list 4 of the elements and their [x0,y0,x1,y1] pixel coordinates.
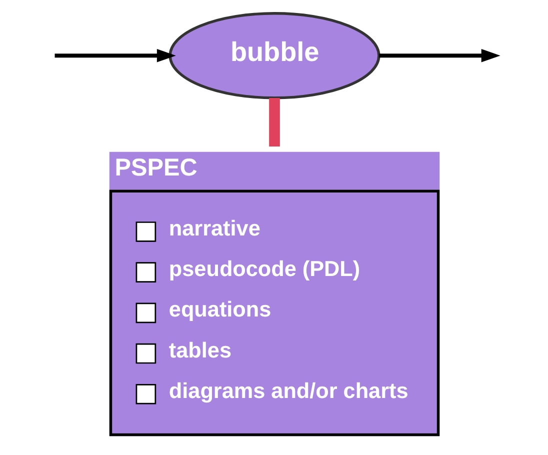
connector [268,98,280,146]
arrow [378,48,500,62]
arrow [54,48,176,62]
node-ellipse: bubble [168,12,380,100]
